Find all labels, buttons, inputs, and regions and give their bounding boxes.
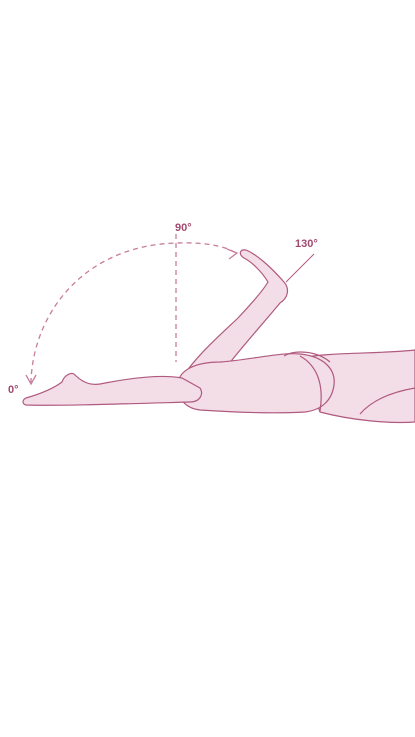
hip bbox=[177, 353, 335, 414]
briefs-edge bbox=[299, 355, 322, 412]
angle-label-130: 130° bbox=[295, 238, 318, 250]
briefs-top bbox=[283, 351, 331, 363]
straight-leg bbox=[22, 372, 203, 406]
range-of-motion-arc bbox=[30, 242, 237, 384]
angle-label-90: 90° bbox=[175, 222, 192, 234]
back-contour bbox=[359, 387, 415, 415]
arc-arrowhead-start bbox=[25, 374, 37, 386]
angle-130-leader bbox=[285, 253, 315, 283]
arc-arrowhead-end bbox=[226, 248, 239, 260]
reclining-figure bbox=[22, 249, 415, 424]
angle-label-0: 0° bbox=[8, 384, 19, 396]
